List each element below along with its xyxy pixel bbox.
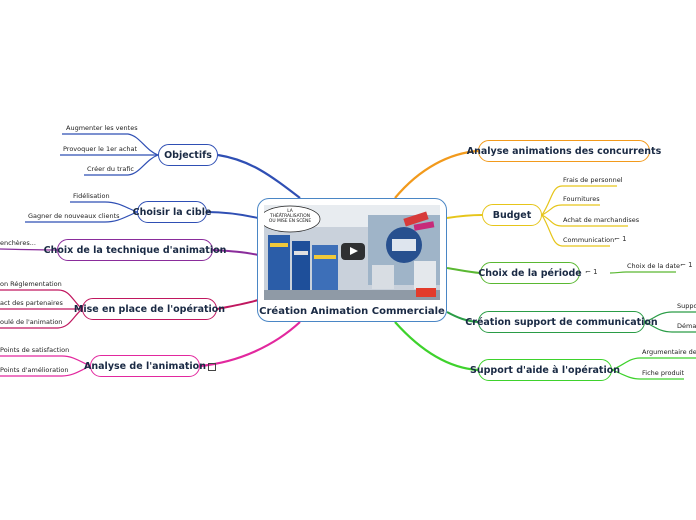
node-label: Mise en place de l'opération: [73, 303, 226, 315]
node-support-aide[interactable]: Support d'aide à l'opération: [470, 359, 620, 381]
node-budget[interactable]: Budget: [482, 204, 542, 226]
central-topic[interactable]: LA THÉÂTRALISATION OU MISE EN SCÈNE Créa…: [257, 198, 447, 322]
connector-creation-support: [446, 311, 479, 323]
leaf-connector: [541, 214, 628, 227]
node-objectifs[interactable]: Objectifs: [158, 144, 218, 166]
leaf-encheres[interactable]: enchères...: [0, 239, 36, 247]
connector-budget: [446, 214, 483, 219]
leaf-connector: [541, 214, 610, 247]
leaf-frais-personnel[interactable]: Frais de personnel: [563, 176, 623, 184]
leaf-reglementation[interactable]: on Réglementation: [0, 280, 62, 288]
comment-count: 1: [622, 235, 627, 243]
leaf-connector: [609, 271, 676, 274]
node-label: Objectifs: [164, 149, 212, 161]
node-analyse-concurrents[interactable]: Analyse animations des concurrents: [467, 140, 661, 162]
leaf-creer-trafic[interactable]: Créer du trafic: [87, 165, 134, 173]
connector-concurrents: [394, 149, 479, 199]
node-label: Création support de communication: [465, 316, 658, 328]
comment-icon: ⌐: [585, 268, 591, 276]
video-thumbnail[interactable]: LA THÉÂTRALISATION OU MISE EN SCÈNE: [264, 205, 440, 300]
comment-icon: ⌐: [680, 261, 686, 269]
leaf-fiche-produit[interactable]: Fiche produit: [642, 369, 685, 377]
leaf-connector: [70, 201, 138, 213]
connector-periode: [446, 267, 481, 274]
connector-cible: [206, 211, 259, 219]
node-choisir-cible[interactable]: Choisir la cible: [133, 201, 211, 223]
leaf-connector: [644, 311, 696, 323]
leaf-connector: [541, 185, 617, 216]
leaf-support[interactable]: Suppo: [677, 302, 696, 310]
leaf-connector: [84, 154, 159, 176]
leaf-connector: [0, 355, 91, 367]
node-label: Choisir la cible: [132, 206, 212, 218]
connector-mise-en-place: [216, 299, 259, 310]
connector-support-aide: [394, 321, 479, 372]
leaf-fournitures[interactable]: Fournitures: [563, 195, 600, 203]
node-technique-animation[interactable]: Choix de la technique d'animation: [44, 239, 226, 261]
leaf-connector: [0, 248, 58, 251]
leaf-deroule[interactable]: oulé de l'animation: [0, 318, 63, 326]
connector-objectifs: [217, 153, 301, 199]
leaf-connector: [0, 308, 83, 329]
leaf-connector: [644, 321, 696, 333]
leaf-connector: [611, 357, 696, 371]
node-label: Budget: [492, 209, 532, 221]
node-label: Analyse animations des concurrents: [466, 145, 662, 157]
leaf-amelioration[interactable]: Points d'amélioration: [0, 366, 69, 374]
node-label: Choix de la technique d'animation: [43, 244, 227, 256]
node-choix-periode[interactable]: Choix de la période: [478, 262, 582, 284]
comment-count: 1: [593, 268, 598, 276]
leaf-achat-marchandises[interactable]: Achat de marchandises: [563, 216, 640, 224]
comment-count: 1: [688, 261, 693, 269]
leaf-connector: [0, 365, 91, 377]
leaf-connector: [0, 289, 83, 310]
store-scene-illustration: [264, 205, 440, 300]
leaf-partenaires[interactable]: act des partenaires: [0, 299, 63, 307]
leaf-augmenter-ventes[interactable]: Augmenter les ventes: [66, 124, 138, 132]
node-label: Choix de la période: [478, 267, 582, 279]
leaf-connector: [25, 211, 138, 223]
comment-icon: ⌐: [614, 235, 620, 243]
leaf-premier-achat[interactable]: Provoquer le 1er achat: [63, 145, 138, 153]
node-analyse-animation[interactable]: Analyse de l'animation: [84, 355, 206, 377]
leaf-connector: [611, 369, 684, 380]
comment-badge-date[interactable]: ⌐ 1: [680, 261, 693, 269]
leaf-choix-date[interactable]: Choix de la date: [627, 262, 681, 270]
leaf-connector: [62, 133, 159, 156]
leaf-nouveaux-clients[interactable]: Gagner de nouveaux clients: [28, 212, 120, 220]
node-label: Analyse de l'animation: [84, 360, 206, 372]
node-label: Support d'aide à l'opération: [469, 364, 621, 376]
connector-analyse: [199, 321, 301, 368]
node-mise-en-place[interactable]: Mise en place de l'opération: [74, 298, 225, 320]
central-topic-title: Création Animation Commerciale: [259, 306, 445, 317]
play-button[interactable]: [341, 243, 365, 260]
comment-badge-periode[interactable]: ⌐ 1: [585, 268, 598, 276]
connector-technique: [212, 249, 259, 256]
leaf-demarche[interactable]: Déma: [677, 322, 696, 330]
video-caption: LA THÉÂTRALISATION OU MISE EN SCÈNE: [268, 209, 312, 224]
node-creation-support[interactable]: Création support de communication: [465, 311, 658, 333]
leaf-satisfaction[interactable]: Points de satisfaction: [0, 346, 70, 354]
comment-badge-communication[interactable]: ⌐ 1: [614, 235, 627, 243]
leaf-argumentaire[interactable]: Argumentaire de v: [642, 348, 696, 356]
leaf-communication[interactable]: Communication: [563, 236, 615, 244]
leaf-fidelisation[interactable]: Fidélisation: [73, 192, 110, 200]
external-link-icon[interactable]: [208, 363, 216, 371]
leaf-connector: [541, 204, 600, 216]
